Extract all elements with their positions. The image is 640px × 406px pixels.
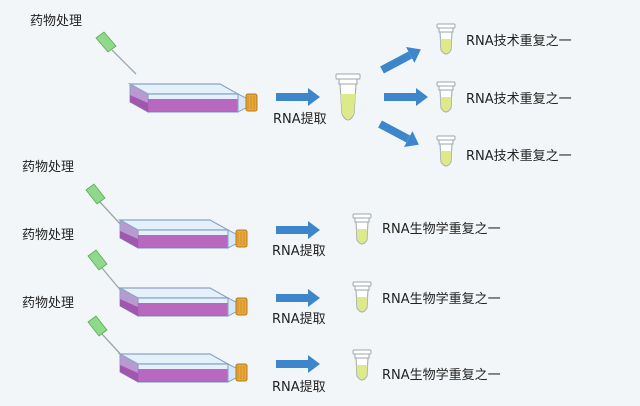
row3-syringe	[87, 315, 125, 359]
top-branch-arrow-mid	[384, 88, 428, 106]
row1-replicate-label: RNA生物学重复之一	[382, 222, 501, 237]
top-replicate-label-2: RNA技术重复之一	[466, 92, 572, 107]
top-tube-1	[436, 23, 456, 55]
top-arrow-extraction	[276, 88, 320, 106]
row2-replicate-label: RNA生物学重复之一	[382, 292, 501, 307]
top-branch-arrow-up	[377, 41, 426, 78]
row3-extraction-label: RNA提取	[272, 380, 326, 395]
row3-arrow	[276, 355, 320, 373]
row3-tube	[352, 349, 372, 381]
row1-extraction-label: RNA提取	[272, 244, 326, 259]
top-flask	[129, 83, 258, 113]
row1-flask	[119, 219, 248, 249]
row2-syringe	[87, 249, 123, 293]
row1-arrow	[276, 221, 320, 239]
top-extraction-tube	[335, 73, 361, 121]
row2-treatment-label: 药物处理	[22, 228, 75, 243]
row3-treatment-label: 药物处理	[22, 296, 75, 311]
top-extraction-label: RNA提取	[273, 112, 327, 127]
top-tube-3	[436, 135, 456, 167]
top-replicate-label-3: RNA技术重复之一	[466, 149, 572, 164]
row1-tube	[352, 213, 372, 245]
top-treatment-label: 药物处理	[30, 14, 83, 29]
row1-syringe	[85, 183, 123, 227]
top-branch-arrow-down	[375, 116, 424, 153]
row2-flask	[119, 287, 248, 317]
row3-replicate-label: RNA生物学重复之一	[382, 368, 501, 383]
top-replicate-label-1: RNA技术重复之一	[466, 34, 572, 49]
row2-tube	[352, 281, 372, 313]
top-syringe	[95, 31, 137, 75]
row3-flask	[119, 353, 248, 383]
row2-arrow	[276, 289, 320, 307]
row1-treatment-label: 药物处理	[22, 160, 75, 175]
top-tube-2	[436, 81, 456, 113]
row2-extraction-label: RNA提取	[272, 312, 326, 327]
